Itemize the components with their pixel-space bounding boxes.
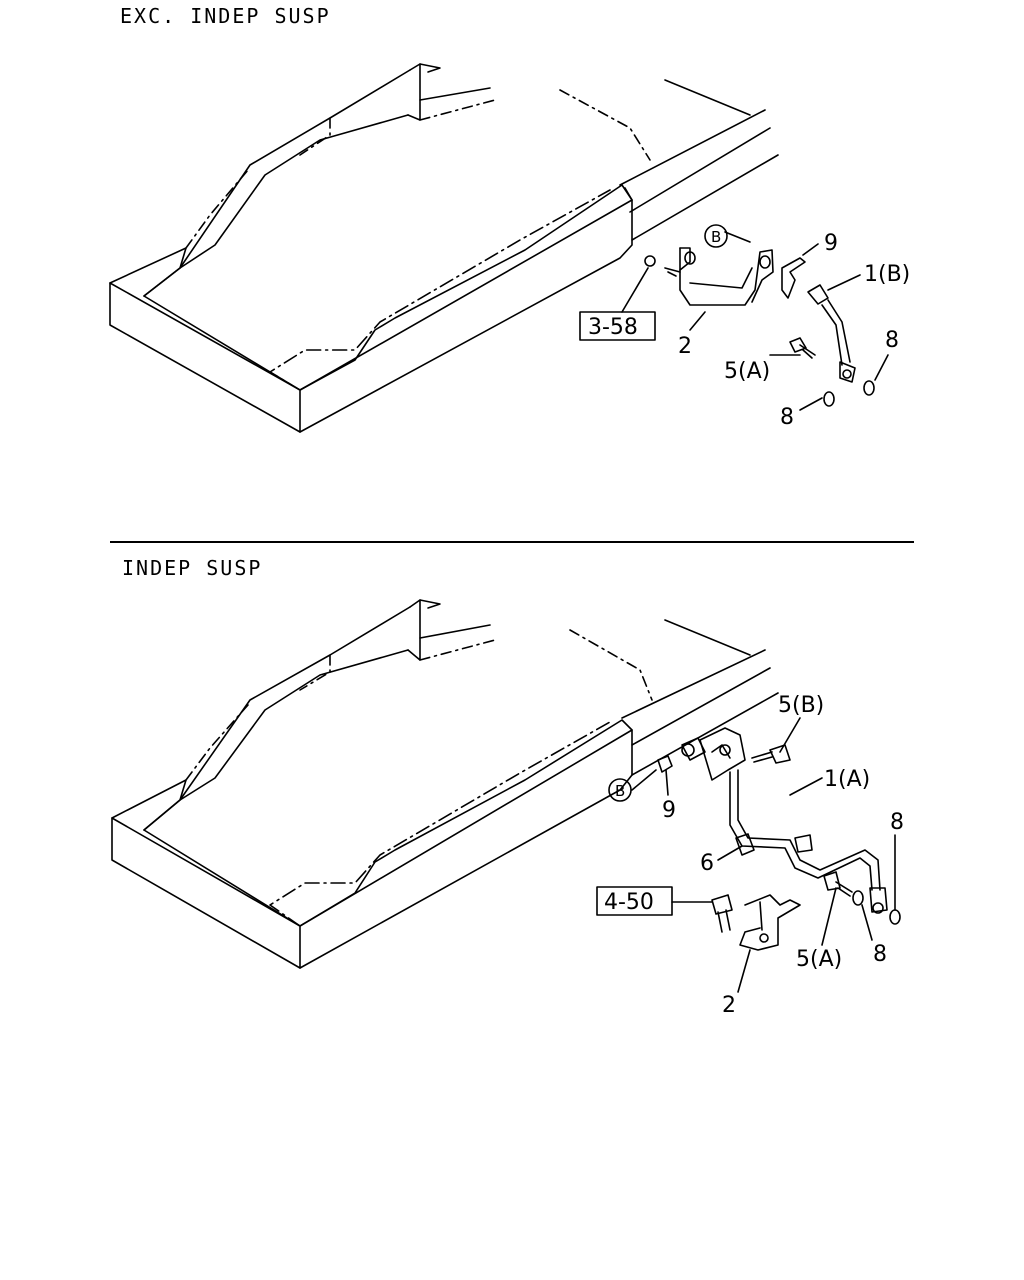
part-9-label-bottom: 9: [662, 798, 676, 823]
circle-b-bottom-label: B: [615, 782, 625, 800]
circle-b-top-label: B: [711, 228, 721, 246]
ref-box-bottom-label: 4-50: [604, 890, 654, 915]
part-8-label-bottom-b: 8: [873, 942, 887, 967]
section-divider: [110, 541, 914, 543]
part-2-label-bottom: 2: [722, 993, 736, 1018]
ref-box-bottom: [596, 886, 673, 916]
brake-pipe-parts-bottom: [657, 727, 901, 951]
frame-drawing-bottom: [111, 599, 779, 969]
part-6-label-bottom: 6: [700, 851, 714, 876]
part-8-label-top-b: 8: [780, 405, 794, 430]
part-5a-label-bottom: 5(A): [796, 947, 842, 972]
part-1-label-bottom: 1(A): [824, 767, 870, 792]
part-2-label-top: 2: [678, 334, 692, 359]
part-5b-label-bottom: 5(B): [778, 693, 824, 718]
part-5-label-top: 5(A): [724, 359, 770, 384]
circle-b-bottom: [608, 778, 632, 802]
part-1-label-top: 1(B): [864, 262, 910, 287]
brake-hose-parts-top: [644, 247, 875, 407]
section-title-indep-susp: INDEP SUSP: [122, 556, 263, 580]
part-8-label-top-a: 8: [885, 328, 899, 353]
callout-leaders-top: [621, 231, 889, 411]
ref-box-top: [579, 311, 656, 341]
circle-b-top: [704, 224, 728, 248]
callout-leaders-bottom: [631, 717, 896, 993]
frame-drawing-top: [109, 63, 779, 433]
part-9-label-top: 9: [824, 231, 838, 256]
section-title-exc-indep-susp: EXC. INDEP SUSP: [120, 4, 331, 28]
ref-box-top-label: 3-58: [588, 315, 638, 340]
part-8-label-bottom-a: 8: [890, 810, 904, 835]
